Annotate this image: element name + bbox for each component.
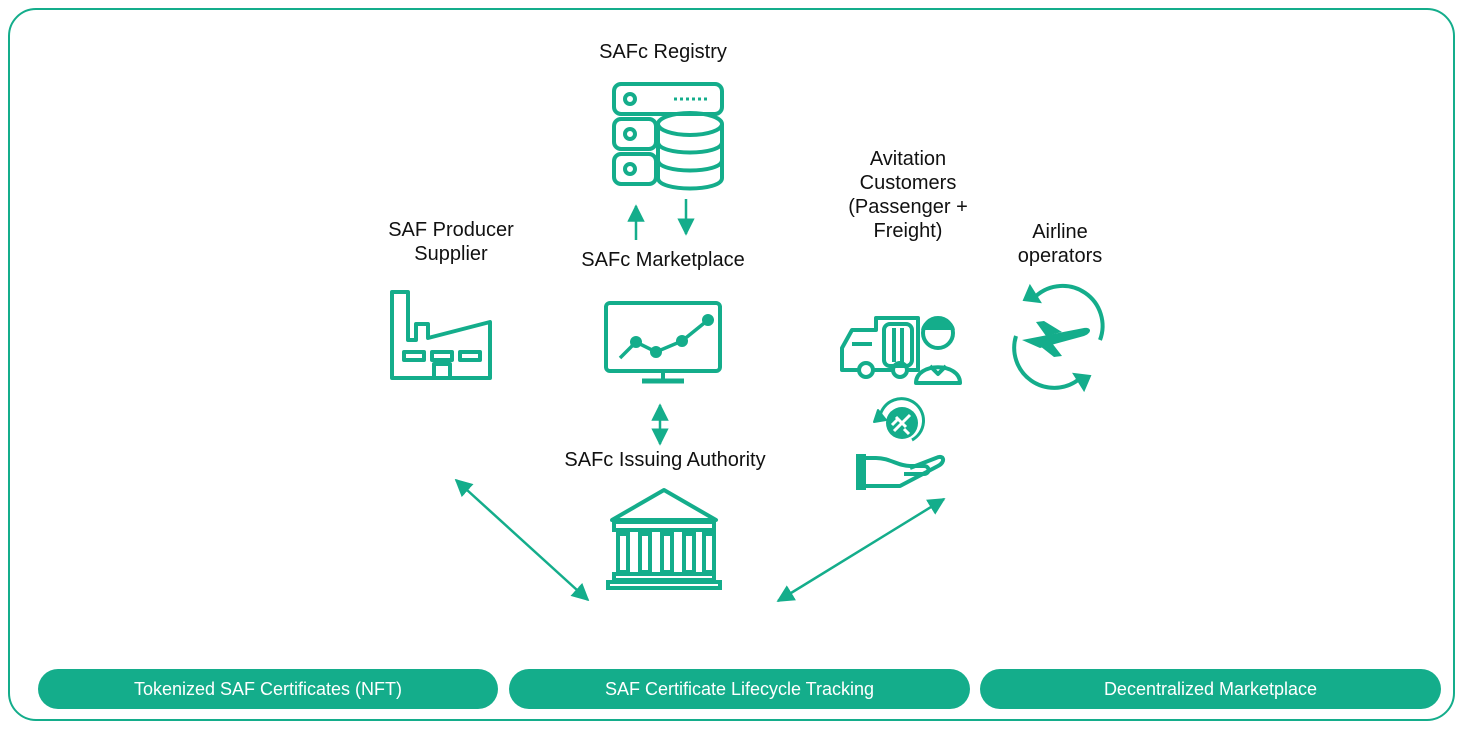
- passenger-freight-icon: [840, 316, 962, 385]
- airline-label: Airline operators: [1017, 221, 1103, 267]
- database-server-icon: [612, 82, 724, 191]
- marketplace-label: SAFc Marketplace: [581, 249, 745, 271]
- producer-connector-arrow: [454, 478, 590, 602]
- factory-icon: [390, 290, 492, 380]
- feature-pill-lifecycle: SAF Certificate Lifecycle Tracking: [509, 669, 970, 709]
- feature-pill-tokenized: Tokenized SAF Certificates (NFT): [38, 669, 498, 709]
- issuing-authority-label: SAFc Issuing Authority: [564, 449, 766, 471]
- customers-label: Avitation Customers (Passenger + Freight…: [848, 148, 968, 242]
- chart-monitor-icon: [604, 301, 722, 384]
- diagram-frame: [8, 8, 1455, 721]
- government-building-icon: [606, 488, 722, 590]
- airplane-cycle-icon: [1012, 283, 1105, 393]
- feature-pill-marketplace: Decentralized Marketplace: [980, 669, 1441, 709]
- registry-marketplace-arrows: [627, 199, 695, 240]
- hand-airplane-icon: [856, 397, 945, 490]
- customer-connector-arrow: [776, 497, 946, 603]
- producer-label: SAF Producer Supplier: [388, 219, 514, 265]
- registry-label: SAFc Registry: [599, 41, 727, 63]
